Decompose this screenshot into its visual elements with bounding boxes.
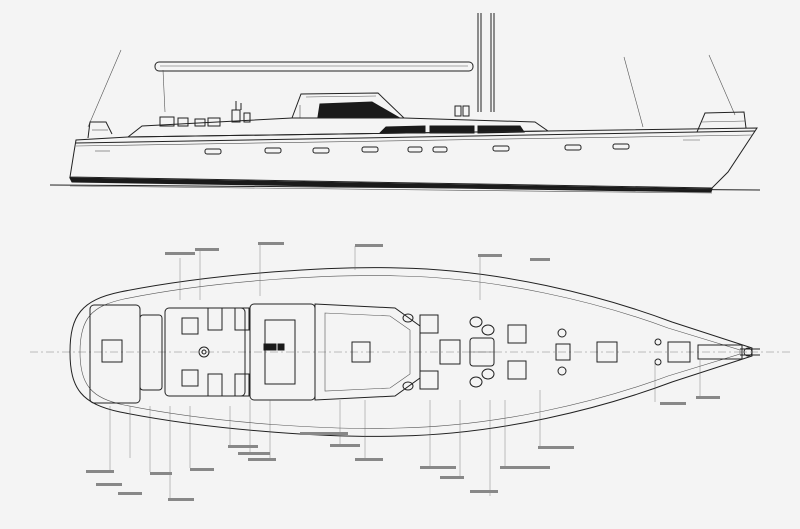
hull-profile xyxy=(69,127,758,189)
bow-pulpit xyxy=(696,111,747,133)
toerail-line xyxy=(79,275,741,429)
mast xyxy=(477,13,495,112)
hull-portlights xyxy=(204,143,630,155)
bowsprit xyxy=(697,344,760,360)
doghouse xyxy=(291,92,406,119)
deck-hatches xyxy=(419,314,691,390)
cockpit xyxy=(89,304,250,404)
rigging-lines xyxy=(87,49,736,128)
sheer-line xyxy=(75,130,756,144)
mast-step xyxy=(469,337,495,367)
boot-stripe xyxy=(69,177,713,193)
winches xyxy=(402,313,662,391)
deck-hardware-profile xyxy=(159,101,470,127)
waterline xyxy=(49,184,761,191)
stern-pulpit xyxy=(87,121,113,139)
side-profile-view xyxy=(49,13,761,194)
callout-labels xyxy=(86,242,720,501)
boom xyxy=(154,61,474,72)
callout-leader-lines xyxy=(109,244,701,498)
deck-plan-view xyxy=(30,242,790,501)
hull-line-details xyxy=(95,139,700,152)
